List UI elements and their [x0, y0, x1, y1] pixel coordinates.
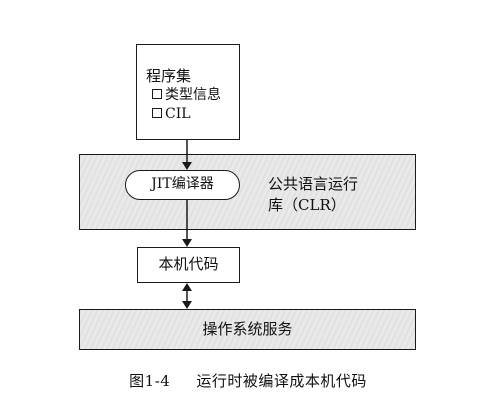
jit-compiler-node: JIT编译器 — [125, 170, 240, 200]
arrowhead-up-icon — [182, 283, 192, 291]
figure-caption: 图1-4 运行时被编译成本机代码 — [0, 370, 496, 391]
assembly-item-label: CIL — [165, 106, 191, 122]
clr-label: 公共语言运行 库（CLR） — [268, 174, 398, 216]
assembly-item-label: 类型信息 — [165, 87, 221, 103]
checkbox-icon — [152, 108, 162, 118]
arrowhead-down-icon — [182, 301, 192, 309]
assembly-title: 程序集 — [146, 67, 192, 85]
caption-number: 图1-4 — [129, 372, 171, 390]
clr-panel — [79, 154, 416, 230]
arrowhead-down-icon — [182, 239, 192, 247]
assembly-box: 程序集 类型信息 CIL — [136, 44, 240, 140]
clr-label-line1: 公共语言运行 — [268, 175, 359, 193]
assembly-item-cil: CIL — [146, 105, 239, 124]
caption-text: 运行时被编译成本机代码 — [196, 372, 367, 390]
clr-label-line2: 库（CLR） — [268, 196, 346, 214]
assembly-item-type-info: 类型信息 — [146, 86, 239, 105]
checkbox-icon — [152, 89, 162, 99]
native-code-box: 本机代码 — [137, 247, 240, 283]
os-services-panel: 操作系统服务 — [79, 309, 416, 350]
